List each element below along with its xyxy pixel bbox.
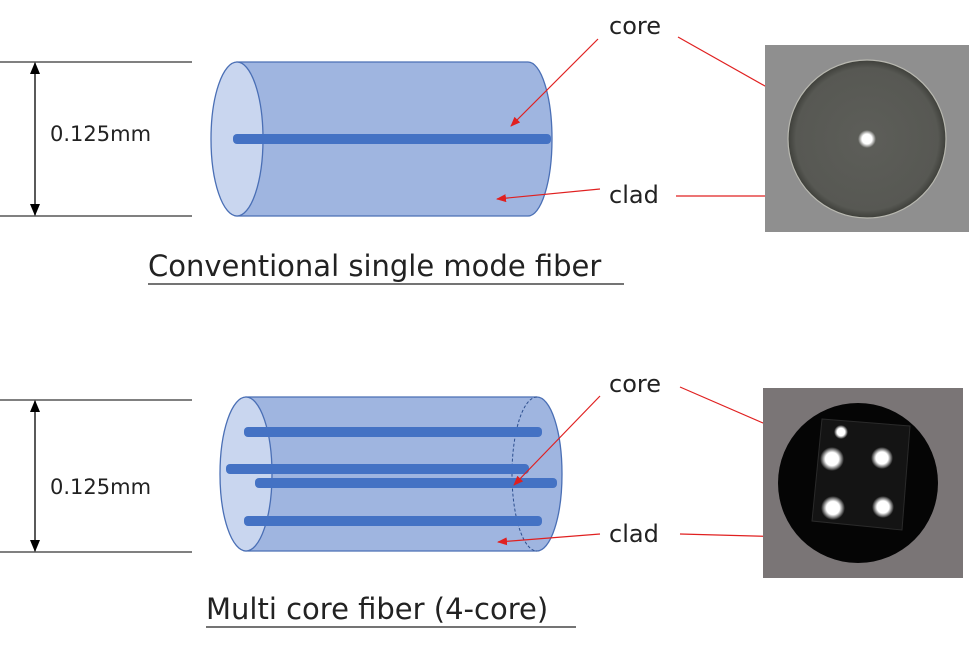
clad-pointer-diagram bbox=[497, 533, 601, 546]
photo-marker-core-glow bbox=[834, 425, 848, 439]
photo-core-glow-3 bbox=[821, 496, 845, 520]
photo-core-glow-1 bbox=[820, 447, 844, 471]
clad-label: clad bbox=[609, 181, 659, 209]
core-rod bbox=[233, 134, 551, 144]
multi-core-cross-section-photo bbox=[763, 388, 963, 578]
core-rod-4 bbox=[244, 516, 542, 526]
single-mode-fiber-cylinder bbox=[210, 61, 553, 217]
clad-pointer-diagram bbox=[496, 188, 601, 203]
section-caption: Multi core fiber (4-core) bbox=[206, 592, 548, 626]
section-caption: Conventional single mode fiber bbox=[148, 249, 601, 283]
dimension-indicator: 0.125mm bbox=[0, 61, 192, 217]
photo-core-glow-4 bbox=[872, 496, 894, 518]
dimension-label: 0.125mm bbox=[50, 122, 151, 146]
core-pointer-diagram bbox=[510, 38, 599, 127]
single-mode-cross-section-photo bbox=[765, 45, 969, 232]
photo-core-glow-2 bbox=[871, 447, 893, 469]
core-label: core bbox=[609, 12, 661, 40]
photo-core-spot bbox=[862, 134, 872, 144]
core-pointer-diagram bbox=[513, 395, 601, 486]
core-rod-1 bbox=[244, 427, 542, 437]
core-rod-3 bbox=[255, 478, 557, 488]
multi-core-section: 0.125mm core clad bbox=[0, 370, 963, 628]
core-label: core bbox=[609, 370, 661, 398]
single-mode-section: 0.125mm core clad Conventional single mo… bbox=[0, 12, 969, 285]
multi-core-fiber-cylinder bbox=[219, 396, 563, 552]
core-rod-2 bbox=[226, 464, 529, 474]
dimension-label: 0.125mm bbox=[50, 475, 151, 499]
clad-label: clad bbox=[609, 520, 659, 548]
dimension-indicator: 0.125mm bbox=[0, 399, 192, 553]
